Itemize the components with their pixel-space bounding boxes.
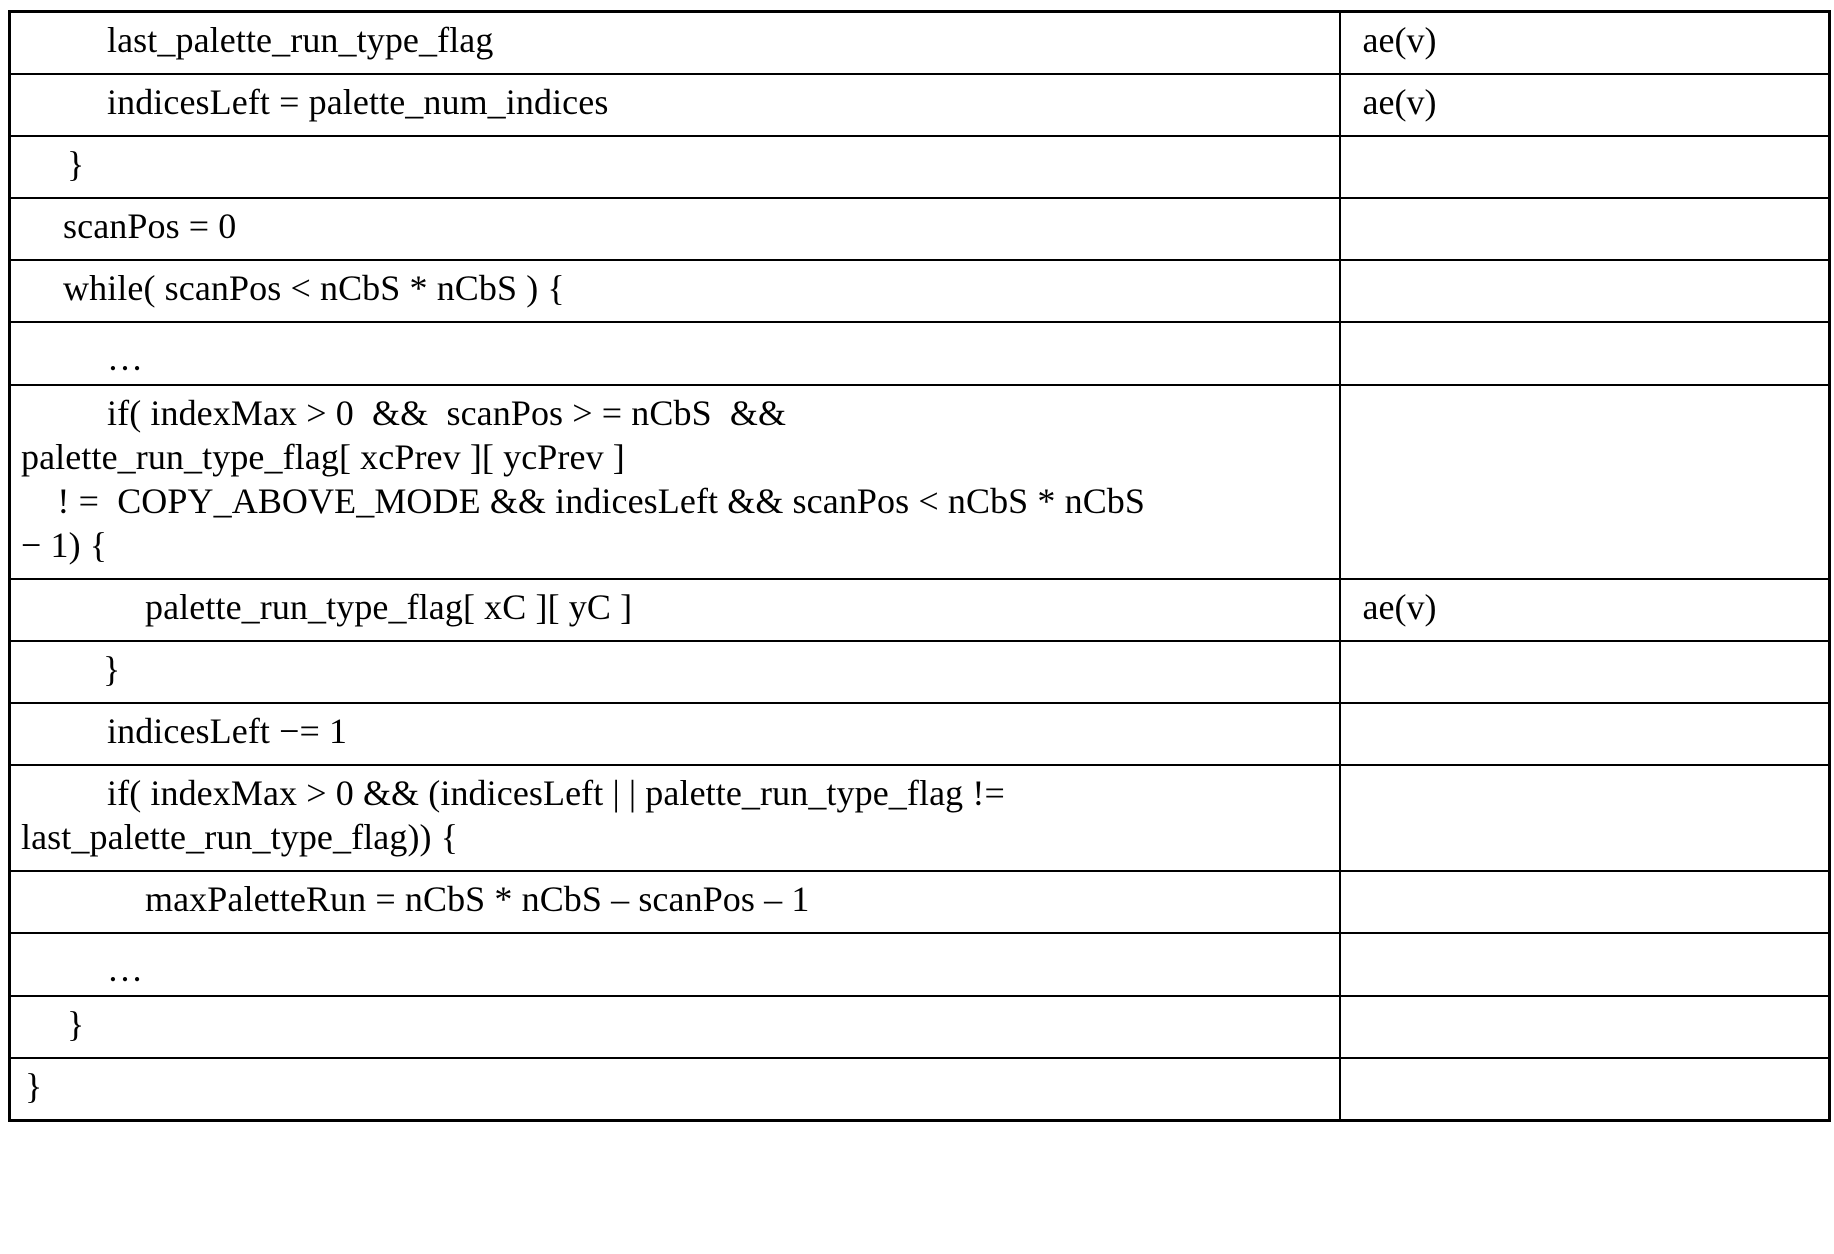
table-row: last_palette_run_type_flag ae(v) [8, 10, 1831, 75]
syntax-text: if( indexMax > 0 && (indicesLeft | | pal… [21, 772, 1005, 857]
descriptor-text [1341, 704, 1829, 720]
table-row: … [8, 320, 1831, 387]
descriptor-text [1341, 934, 1829, 950]
descriptor-cell [1338, 639, 1831, 704]
syntax-text: scanPos = 0 [63, 205, 237, 246]
table-row: scanPos = 0 [8, 196, 1831, 261]
syntax-text: indicesLeft −= 1 [107, 710, 348, 751]
syntax-text: last_palette_run_type_flag [107, 20, 494, 60]
table-row: } [8, 134, 1831, 199]
descriptor-text [1341, 766, 1829, 782]
descriptor-cell [1338, 196, 1831, 261]
descriptor-cell [1338, 763, 1831, 872]
descriptor-text [1341, 386, 1829, 402]
syntax-text: } [67, 143, 85, 184]
syntax-cell: } [8, 1057, 1341, 1122]
syntax-text: } [103, 648, 121, 689]
descriptor-cell [1338, 1057, 1831, 1122]
table-row: palette_run_type_flag[ xC ][ yC ] ae(v) [8, 578, 1831, 642]
descriptor-cell [1338, 995, 1831, 1060]
table-row: indicesLeft −= 1 [8, 701, 1831, 766]
descriptor-cell [1338, 258, 1831, 323]
syntax-text: if( indexMax > 0 && scanPos > = nCbS && … [21, 393, 1146, 566]
syntax-cell: maxPaletteRun = nCbS * nCbS – scanPos – … [8, 869, 1341, 934]
descriptor-text [1341, 1059, 1829, 1075]
table-row: } [8, 1057, 1831, 1122]
syntax-cell: … [8, 320, 1341, 387]
syntax-text: } [25, 1066, 43, 1107]
palette-syntax-table: last_palette_run_type_flag ae(v) indices… [8, 10, 1831, 1123]
descriptor-cell [1338, 869, 1831, 934]
table-row: } [8, 639, 1831, 704]
descriptor-cell [1338, 931, 1831, 998]
table-row: maxPaletteRun = nCbS * nCbS – scanPos – … [8, 869, 1831, 934]
syntax-text: maxPaletteRun = nCbS * nCbS – scanPos – … [145, 878, 810, 919]
descriptor-text [1341, 137, 1829, 153]
descriptor-cell [1338, 320, 1831, 387]
descriptor-cell: ae(v) [1338, 10, 1831, 75]
syntax-cell: if( indexMax > 0 && scanPos > = nCbS && … [8, 384, 1341, 581]
syntax-cell: last_palette_run_type_flag [8, 10, 1341, 75]
syntax-text: … [107, 337, 144, 378]
syntax-cell: while( scanPos < nCbS * nCbS ) { [8, 258, 1341, 323]
descriptor-cell [1338, 701, 1831, 766]
syntax-cell: } [8, 995, 1341, 1060]
descriptor-text: ae(v) [1362, 20, 1437, 60]
descriptor-text [1341, 199, 1829, 215]
descriptor-text: ae(v) [1362, 587, 1437, 628]
table-row: } [8, 995, 1831, 1060]
table-row: if( indexMax > 0 && scanPos > = nCbS && … [8, 384, 1831, 581]
table-row: … [8, 931, 1831, 998]
descriptor-cell [1338, 134, 1831, 199]
table-row: if( indexMax > 0 && (indicesLeft | | pal… [8, 763, 1831, 872]
syntax-cell: } [8, 639, 1341, 704]
syntax-cell: … [8, 931, 1341, 998]
syntax-cell: } [8, 134, 1341, 199]
descriptor-cell: ae(v) [1338, 72, 1831, 137]
syntax-text: palette_run_type_flag[ xC ][ yC ] [145, 587, 633, 628]
descriptor-text [1341, 261, 1829, 277]
descriptor-text [1341, 642, 1829, 658]
syntax-cell: indicesLeft = palette_num_indices [8, 72, 1341, 137]
descriptor-cell: ae(v) [1338, 578, 1831, 642]
descriptor-text [1341, 323, 1829, 339]
syntax-table-body: last_palette_run_type_flag ae(v) indices… [8, 10, 1831, 1122]
descriptor-text: ae(v) [1362, 81, 1437, 122]
syntax-cell: indicesLeft −= 1 [8, 701, 1341, 766]
syntax-text: indicesLeft = palette_num_indices [107, 81, 609, 122]
descriptor-text [1341, 997, 1829, 1013]
table-row: indicesLeft = palette_num_indices ae(v) [8, 72, 1831, 137]
syntax-text: … [107, 948, 144, 989]
syntax-cell: scanPos = 0 [8, 196, 1341, 261]
syntax-cell: if( indexMax > 0 && (indicesLeft | | pal… [8, 763, 1341, 872]
descriptor-text [1341, 872, 1829, 888]
syntax-text: while( scanPos < nCbS * nCbS ) { [63, 267, 565, 308]
descriptor-cell [1338, 384, 1831, 581]
table-row: while( scanPos < nCbS * nCbS ) { [8, 258, 1831, 323]
syntax-cell: palette_run_type_flag[ xC ][ yC ] [8, 578, 1341, 642]
syntax-text: } [67, 1004, 85, 1045]
